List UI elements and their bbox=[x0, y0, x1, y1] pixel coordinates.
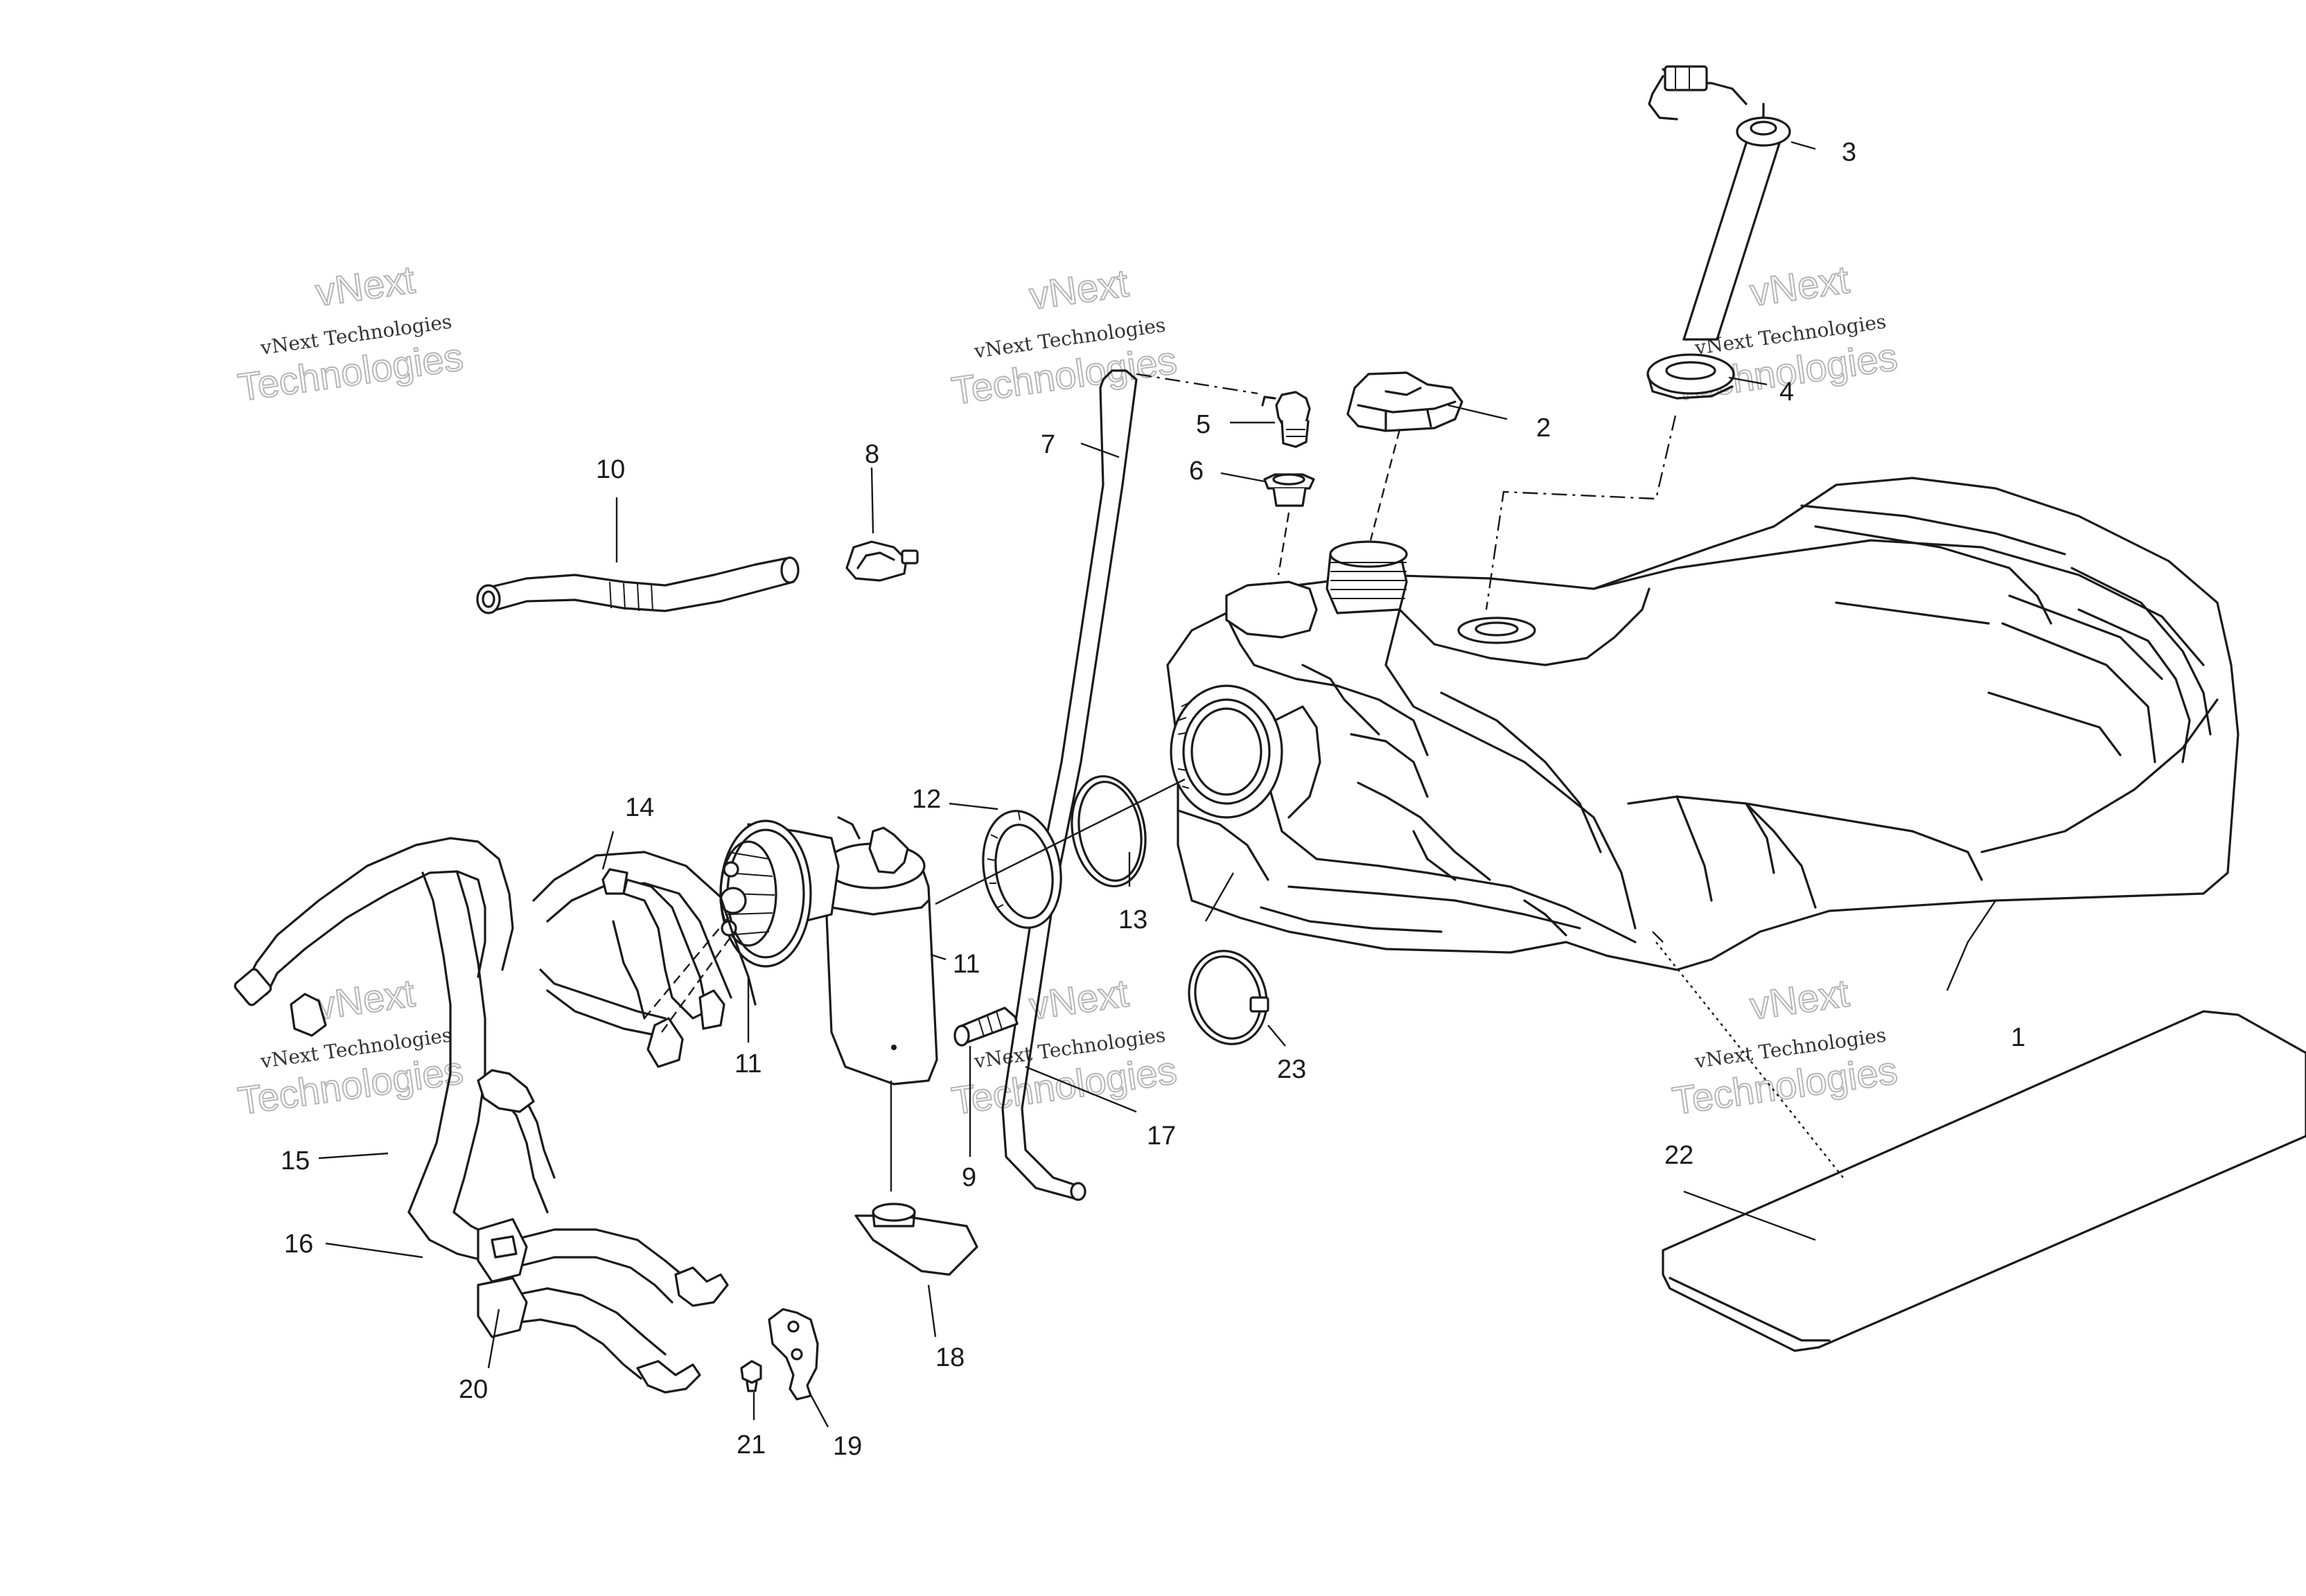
watermark-text: vNext bbox=[1027, 260, 1132, 317]
leader-lines bbox=[318, 141, 1996, 1428]
clamp-part-23 bbox=[1188, 950, 1269, 1045]
callout-4: 4 bbox=[1779, 378, 1794, 407]
callout-13: 13 bbox=[1118, 905, 1147, 934]
strainer-part-18 bbox=[854, 1203, 978, 1276]
callout-17: 17 bbox=[1147, 1121, 1176, 1151]
fittings-part-20 bbox=[477, 1218, 729, 1394]
callout-3: 3 bbox=[1842, 138, 1856, 167]
filler-hose-part-10 bbox=[476, 556, 800, 614]
fitting-part-9 bbox=[953, 1007, 1019, 1047]
fuel-pump-part-11 bbox=[719, 816, 938, 1085]
callout-2: 2 bbox=[1536, 414, 1551, 443]
callout-1: 1 bbox=[2011, 1023, 2025, 1052]
callout-23: 23 bbox=[1277, 1055, 1306, 1084]
callout-10: 10 bbox=[596, 455, 625, 484]
callout-8: 8 bbox=[865, 440, 879, 469]
callout-7: 7 bbox=[1041, 430, 1055, 459]
watermark-text: vNext bbox=[313, 970, 418, 1027]
watermark-text: vNext bbox=[313, 257, 418, 314]
callout-9: 9 bbox=[962, 1163, 976, 1192]
callout-20: 20 bbox=[459, 1375, 488, 1404]
callout-11b: 11 bbox=[734, 1049, 762, 1079]
fuel-tank-part-1 bbox=[1166, 477, 2239, 971]
o-ring-part-13 bbox=[1071, 775, 1147, 887]
fuel-hose-part-14 bbox=[532, 851, 757, 1068]
watermark-group-2: vNext Technologies vNext Technologies bbox=[949, 260, 1180, 413]
watermark-text: vNext bbox=[1748, 257, 1852, 314]
vent-valve-part-5 bbox=[1261, 391, 1311, 448]
callout-22: 22 bbox=[1664, 1141, 1693, 1170]
callout-19: 19 bbox=[833, 1432, 862, 1461]
assembly-lines bbox=[644, 373, 1844, 1178]
filler-cap-part-2 bbox=[1346, 371, 1463, 432]
hose-clamp-part-8 bbox=[845, 540, 919, 582]
callout-12: 12 bbox=[912, 785, 941, 814]
watermark-group-6: vNext Technologies vNext Technologies bbox=[1669, 970, 1901, 1123]
watermark-group-1: vNext Technologies vNext Technologies bbox=[235, 256, 466, 409]
fuel-level-sender-part-3 bbox=[1648, 65, 1791, 341]
callout-16: 16 bbox=[284, 1230, 313, 1259]
sender-seal-part-4 bbox=[1646, 353, 1735, 400]
pump-dot-mark bbox=[891, 1045, 897, 1050]
callout-21: 21 bbox=[737, 1430, 766, 1460]
tank-pad-part-22 bbox=[1662, 1010, 2306, 1352]
bracket-part-19 bbox=[768, 1308, 819, 1401]
callout-labels: 1 2 3 4 5 6 7 8 9 10 11 11 12 13 14 15 1… bbox=[281, 138, 2025, 1461]
callout-18: 18 bbox=[935, 1343, 965, 1372]
callout-6: 6 bbox=[1189, 456, 1204, 486]
watermark-group-5: vNext Technologies vNext Technologies bbox=[949, 970, 1180, 1123]
callout-14: 14 bbox=[625, 793, 654, 822]
valve-grommet-part-6 bbox=[1263, 473, 1315, 507]
callout-5: 5 bbox=[1196, 410, 1211, 439]
callout-11a: 11 bbox=[953, 950, 980, 979]
lock-ring-part-12 bbox=[982, 810, 1062, 929]
callout-15: 15 bbox=[281, 1146, 310, 1176]
screw-part-21 bbox=[740, 1360, 762, 1392]
watermark-text: vNext bbox=[1748, 970, 1852, 1027]
